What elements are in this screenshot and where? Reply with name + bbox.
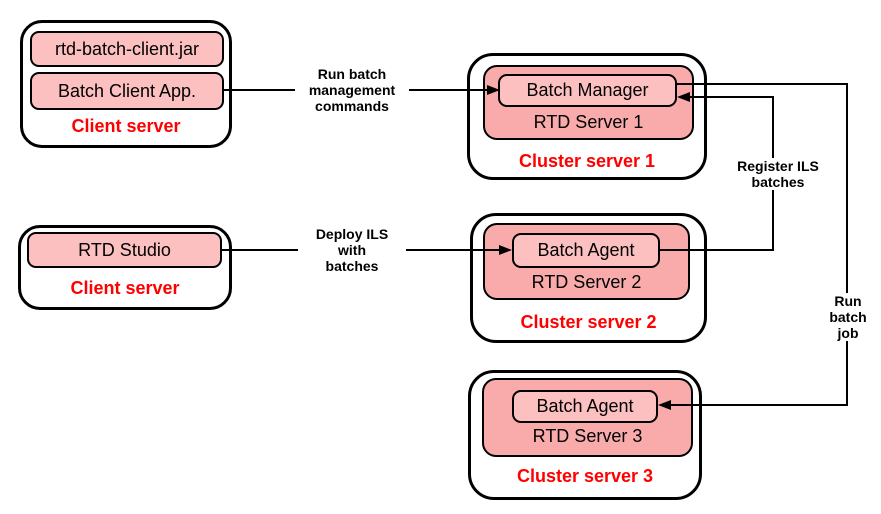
rtd-server-1-label: RTD Server 1 — [533, 112, 644, 132]
edge-label-line: batch — [829, 309, 867, 325]
edge-run-batch-commands-arrowhead-icon — [487, 85, 500, 95]
client-server-2-title: Client server — [70, 278, 180, 298]
edge-label-line: with — [338, 242, 366, 258]
edge-label-line: Run batch — [317, 66, 387, 82]
edge-register-ils-arrowhead-icon — [677, 92, 690, 102]
client-server-1-title: Client server — [71, 116, 181, 136]
cluster-server-3-title: Cluster server 3 — [516, 466, 654, 486]
edge-label-line: Register ILS — [737, 158, 819, 174]
batch-client-app-box: Batch Client App. — [30, 72, 224, 110]
edge-run-batch-job-label: Run batch job — [824, 293, 872, 341]
edge-label-line: batches — [325, 258, 379, 274]
cluster-server-2-title: Cluster server 2 — [520, 312, 657, 332]
batch-agent-3-box: Batch Agent — [512, 390, 658, 423]
edge-label-line: batches — [751, 174, 805, 190]
edge-label-line: commands — [315, 98, 389, 114]
rtd-studio-box: RTD Studio — [27, 232, 222, 268]
rtd-server-3-label: RTD Server 3 — [532, 426, 643, 446]
batch-manager-box: Batch Manager — [498, 74, 677, 107]
rtd-batch-client-jar-box: rtd-batch-client.jar — [30, 31, 224, 67]
batch-agent-2-box: Batch Agent — [512, 233, 660, 268]
edge-run-batch-job-line-bottom — [671, 404, 848, 406]
edge-deploy-ils-label: Deploy ILS with batches — [298, 226, 406, 274]
edge-run-batch-job-arrowhead-icon — [658, 400, 671, 410]
edge-label-line: Run — [834, 293, 862, 309]
edge-run-batch-commands-label: Run batch management commands — [295, 66, 409, 114]
edge-label-line: job — [837, 325, 859, 341]
edge-label-line: Deploy ILS — [315, 226, 389, 242]
edge-run-batch-job-line-vertical — [846, 83, 848, 406]
rtd-server-2-label: RTD Server 2 — [531, 272, 642, 292]
edge-register-ils-label: Register ILS batches — [726, 158, 830, 190]
edge-register-ils-line-top — [690, 96, 774, 98]
edge-label-line: management — [308, 82, 396, 98]
edge-run-batch-job-line-top — [677, 83, 848, 85]
cluster-server-1-title: Cluster server 1 — [518, 151, 656, 171]
edge-deploy-ils-arrowhead-icon — [499, 245, 512, 255]
edge-register-ils-line-bottom — [660, 249, 774, 251]
